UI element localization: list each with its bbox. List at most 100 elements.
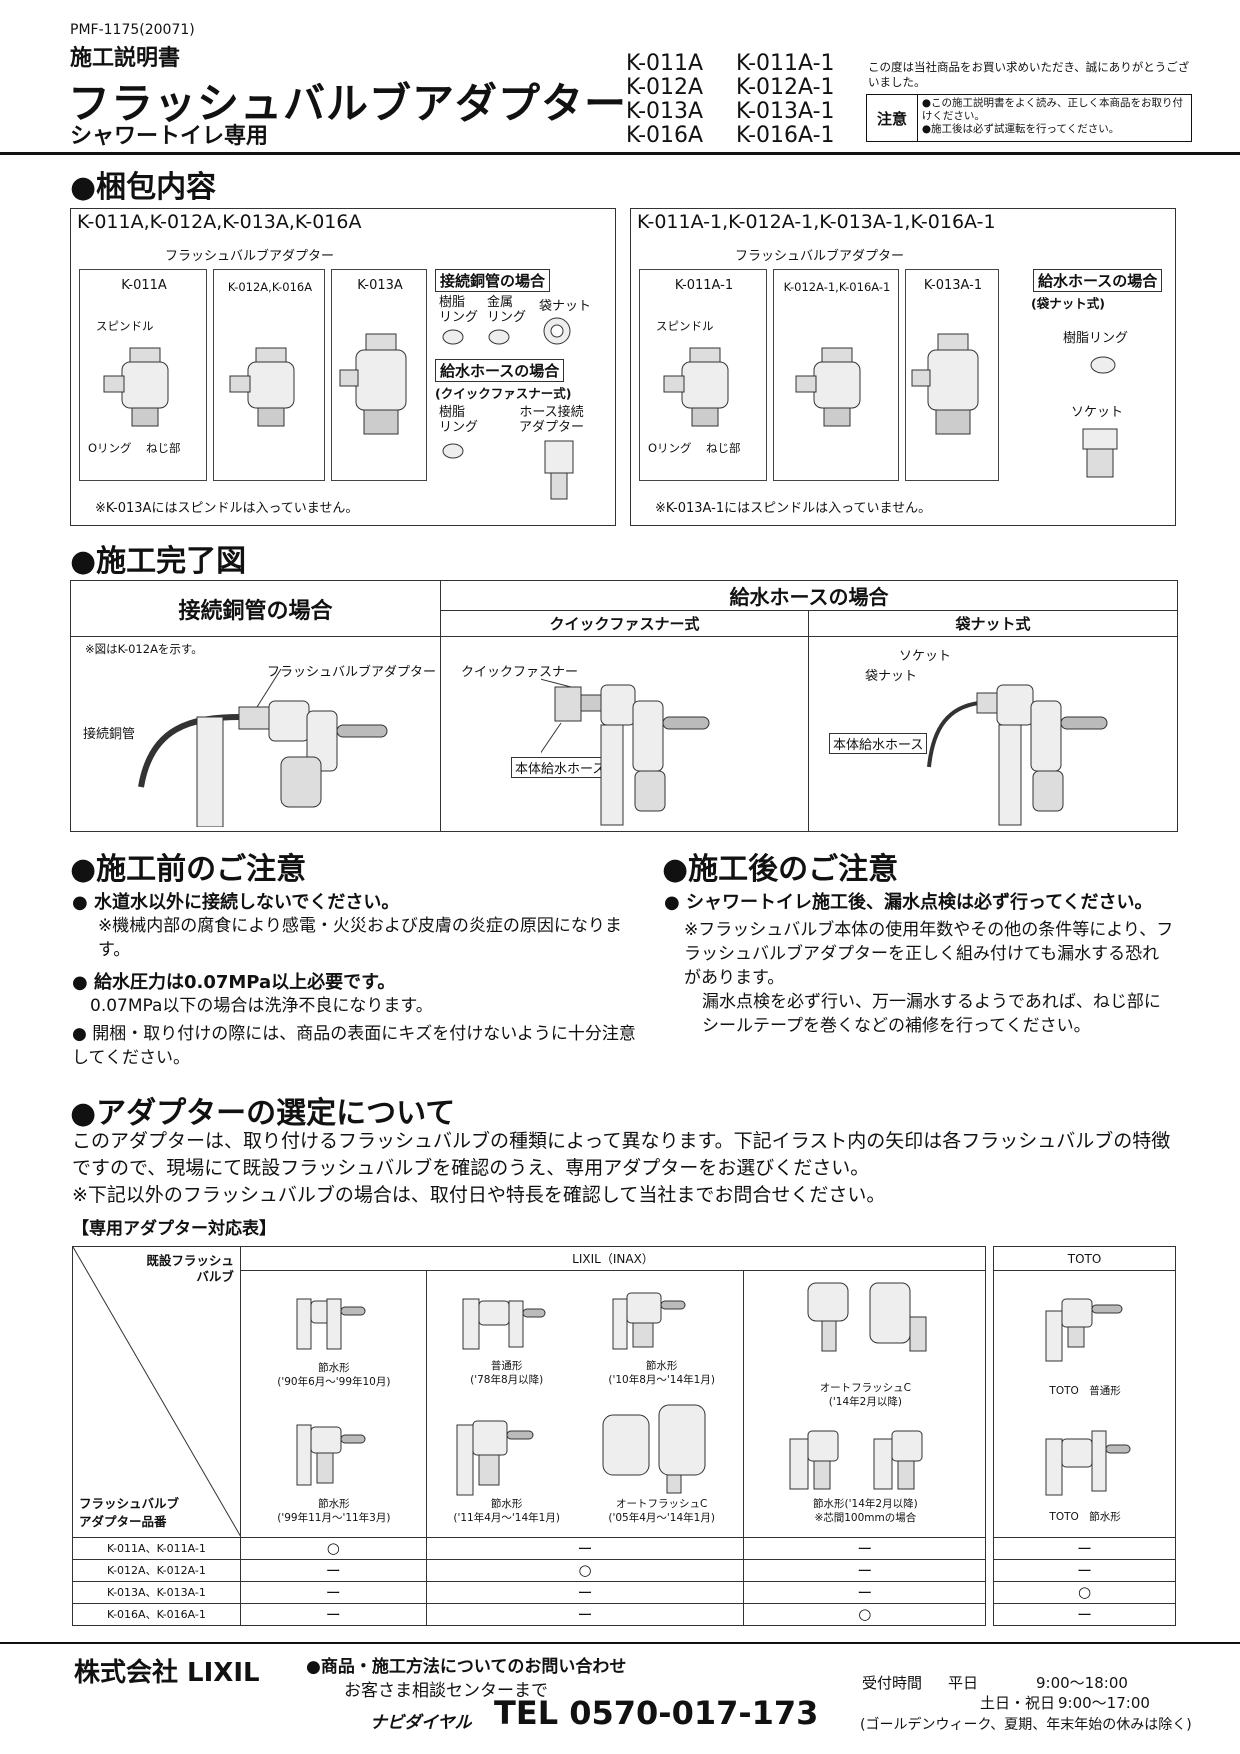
weekend-label: 土日・祝日	[980, 1694, 1056, 1712]
header-divider	[0, 152, 1240, 155]
hose-label: 本体給水ホース	[511, 757, 610, 778]
valve-caption: 節水形 ('10年8月〜'14年1月)	[608, 1360, 715, 1387]
spindle-label: スピンドル	[656, 319, 714, 333]
metal-ring-label: 金属 リング	[487, 295, 527, 325]
row-name: K-013A、K-013A-1	[72, 1580, 241, 1604]
neji-label: ねじ部	[706, 441, 741, 455]
model-list: K-011A K-011A-1 K-012A K-012A-1 K-013A K…	[626, 52, 846, 148]
part-label: K-012A,K-016A	[227, 280, 313, 294]
row-cell: ー	[743, 1558, 987, 1582]
note-body: 0.07MPa以下の場合は洗浄不良になります。	[90, 996, 433, 1016]
company-name: 株式会社 LIXIL	[74, 1658, 260, 1688]
caution-line: ●施工後は必ず試運転を行ってください。	[921, 123, 1120, 135]
valve-adapter-icon	[795, 347, 861, 427]
weekday-label: 平日	[948, 1674, 979, 1692]
doc-kind: 施工説明書	[70, 46, 181, 71]
oring-label: Oリング	[88, 441, 132, 455]
packing-heading: ●梱包内容	[70, 170, 217, 205]
model-number: K-012A	[626, 75, 704, 100]
bag-install-figure	[927, 684, 1108, 826]
part-label: K-013A-1	[923, 278, 983, 293]
table-row: K-012A、K-012A-1 ー ○ ー ー	[72, 1558, 1176, 1582]
table-title: 【専用アダプター対応表】	[72, 1219, 276, 1239]
spindle-label: スピンドル	[96, 319, 154, 333]
quick-install-figure	[541, 678, 710, 826]
doc-subtitle: シャワートイレ専用	[70, 124, 269, 149]
resin-ring-label: 樹脂リング	[1063, 331, 1129, 346]
copper-title: 接続銅管の場合	[435, 269, 551, 292]
corner-top: 既設フラッシュ バルブ	[146, 1253, 234, 1284]
valve-adapter-icon	[103, 347, 169, 427]
after-notes: ● シャワートイレ施工後、漏水点検は必ず行ってください。 ※フラッシュバルブ本体…	[664, 888, 1174, 1038]
part-label: K-012A-1,K-016A-1	[783, 280, 891, 294]
part-cell: K-013A	[331, 269, 427, 481]
caution-label: 注意	[867, 95, 918, 141]
hours-label: 受付時間	[862, 1674, 923, 1692]
model-number: K-016A	[626, 123, 704, 148]
valve-caption: 節水形('14年2月以降) ※芯間100mmの場合	[813, 1498, 918, 1525]
hose-parts-icon	[442, 440, 574, 500]
valve-caption: 節水形 ('99年11月〜'11年3月)	[277, 1498, 391, 1525]
packing-right-title: K-011A-1,K-012A-1,K-013A-1,K-016A-1	[637, 211, 996, 233]
row-cell: ー	[239, 1602, 427, 1627]
row-cell: ー	[425, 1580, 745, 1604]
note-body: ※機械内部の腐食により感電・火災および皮膚の炎症の原因になります。	[98, 916, 622, 960]
row-cell: ー	[993, 1536, 1176, 1560]
part-cell: K-013A-1	[905, 269, 999, 481]
valve-icon	[456, 1420, 534, 1496]
valve-caption: 普通形 ('78年8月以降)	[470, 1360, 544, 1387]
tel-number: TEL 0570-017-173	[494, 1694, 819, 1732]
doc-code: PMF-1175(20071)	[70, 22, 195, 38]
table-row: K-013A、K-013A-1 ー ー ー ○	[72, 1580, 1176, 1604]
inquiry-text: ●商品・施工方法についてのお問い合わせ	[306, 1657, 627, 1677]
hose-label: 本体給水ホース	[829, 733, 928, 754]
selection-heading: ●アダプターの選定について	[70, 1096, 456, 1131]
neji-label: ねじ部	[146, 441, 181, 455]
part-label: K-011A	[121, 278, 167, 293]
socket-icon	[1082, 428, 1118, 478]
valve-caption: TOTO 普通形	[1049, 1385, 1121, 1398]
doc-title: フラッシュバルブアダプター	[68, 79, 628, 128]
socket-label: ソケット	[899, 649, 952, 664]
after-heading: ●施工後のご注意	[662, 852, 899, 887]
valve-cell-3: オートフラッシュC ('14年2月以降) 節水形('14年2月以降) ※芯間10…	[743, 1270, 987, 1538]
part-label: K-013A	[357, 278, 403, 293]
note-head: ● 水道水以外に接続しないでください。	[72, 892, 400, 913]
note-head: ● シャワートイレ施工後、漏水点検は必ず行ってください。	[664, 892, 1153, 913]
group-lixil: LIXIL（INAX）	[239, 1245, 987, 1272]
packing-left-caption: フラッシュバルブアダプター	[165, 249, 335, 264]
fig-bag: ソケット 袋ナット 本体給水ホース	[808, 636, 1178, 832]
note-head: ● 給水圧力は0.07MPa以上必要です。	[72, 972, 396, 993]
hose-adapter-label: ホース接続 アダプター	[519, 405, 585, 435]
row-cell: ー	[425, 1536, 745, 1560]
diagonal-line	[73, 1247, 241, 1537]
caution-box: 注意 ●この施工説明書をよく読み、正しく本商品をお取り付けください。 ●施工後は…	[866, 94, 1192, 142]
caution-text: ●この施工説明書をよく読み、正しく本商品をお取り付けください。 ●施工後は必ず試…	[918, 95, 1191, 141]
resin-ring-label: 樹脂 リング	[439, 405, 479, 435]
before-heading: ●施工前のご注意	[70, 852, 307, 887]
row-name: K-011A、K-011A-1	[72, 1536, 241, 1560]
valve-cell-4: TOTO 普通形 TOTO 節水形	[993, 1270, 1176, 1538]
valve-icon	[296, 1424, 366, 1486]
bag-nut-label: 袋ナット	[865, 669, 918, 684]
hose-title: 給水ホースの場合	[435, 359, 565, 382]
row-cell: ー	[743, 1536, 987, 1560]
corner-cell: 既設フラッシュ バルブ フラッシュバルブ アダプター品番	[72, 1246, 241, 1538]
row-cell: ー	[993, 1602, 1176, 1627]
caution-line: ●この施工説明書をよく読み、正しく本商品をお取り付けください。	[921, 97, 1184, 122]
model-number: K-011A-1	[736, 51, 835, 76]
valve-caption: オートフラッシュC ('05年4月〜'14年1月)	[608, 1498, 715, 1525]
model-number: K-013A	[626, 99, 704, 124]
row-cell: ○	[993, 1580, 1176, 1604]
col-hose-header: 給水ホースの場合	[440, 580, 1178, 611]
packing-right-caption: フラッシュバルブアダプター	[735, 249, 905, 264]
part-cell: K-012A-1,K-016A-1	[773, 269, 899, 481]
adapter-table: 既設フラッシュ バルブ フラッシュバルブ アダプター品番 LIXIL（INAX）…	[72, 1245, 1176, 1627]
selection-body: このアダプターは、取り付けるフラッシュバルブの種類によって異なります。下記イラス…	[72, 1130, 1171, 1179]
packing-box-right: K-011A-1,K-012A-1,K-013A-1,K-016A-1 フラッシ…	[630, 208, 1176, 526]
sub-quick-header: クイックファスナー式	[440, 610, 809, 637]
valve-cell-1: 節水形 ('90年6月〜'99年10月) 節水形 ('99年11月〜'11年3月…	[239, 1270, 427, 1538]
auto-flush-icon	[602, 1404, 706, 1494]
part-cell: K-011A スピンドル Oリング ねじ部	[79, 269, 207, 481]
note-head: ● 開梱・取り付けの際には、商品の表面にキズを付けないように十分注意してください…	[72, 1024, 636, 1068]
